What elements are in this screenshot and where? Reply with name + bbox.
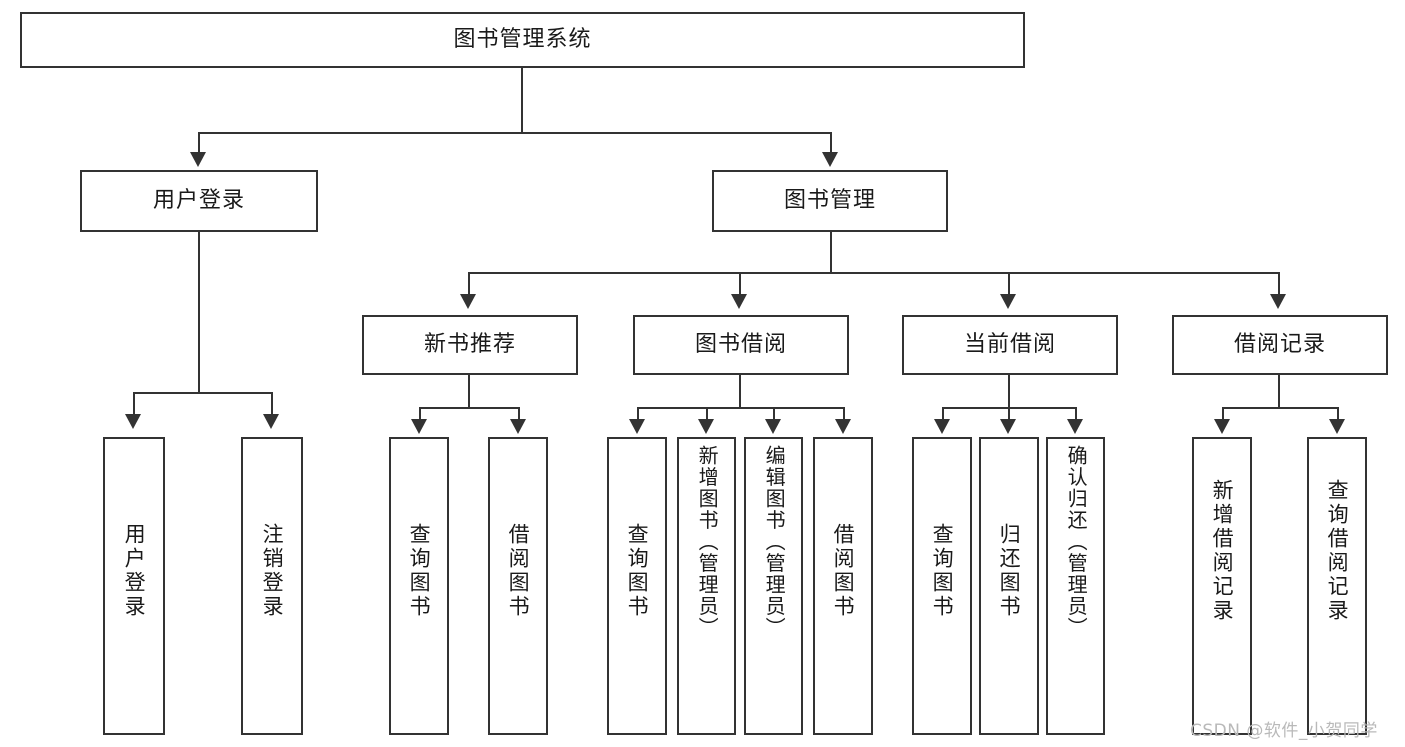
arrow-to-book-borrow xyxy=(731,294,747,309)
arrow-to-borrow-record xyxy=(1270,294,1286,309)
node-book-manage[interactable]: 图书管理 xyxy=(712,170,948,232)
leaf-borrow-book-2[interactable]: 借阅图书 xyxy=(813,437,873,735)
leaf-query-book-2[interactable]: 查询图书 xyxy=(607,437,667,735)
connector-bb-drop-1 xyxy=(637,407,639,420)
leaf-query-book-3-label: 查询图书 xyxy=(930,523,955,619)
connector-cb-drop-1 xyxy=(942,407,944,420)
connector-drop-book-borrow xyxy=(739,272,741,297)
leaf-borrow-book-2-label: 借阅图书 xyxy=(831,523,856,619)
leaf-add-book[interactable]: 新增图书（管理员） xyxy=(677,437,736,735)
leaf-edit-book[interactable]: 编辑图书（管理员） xyxy=(744,437,803,735)
leaf-borrow-book-1-label: 借阅图书 xyxy=(506,523,531,619)
connector-user-login-drop-1 xyxy=(133,392,135,417)
arrow-to-leaf-query-book-1 xyxy=(411,419,427,434)
connector-borrow-record-bus xyxy=(1222,407,1337,409)
connector-bb-drop-2 xyxy=(706,407,708,420)
leaf-query-record-label: 查询借阅记录 xyxy=(1325,479,1350,623)
leaf-confirm-return[interactable]: 确认归还（管理员） xyxy=(1046,437,1105,735)
connector-root-to-user-login xyxy=(198,132,200,155)
arrow-to-leaf-borrow-book-2 xyxy=(835,419,851,434)
node-current-borrow[interactable]: 当前借阅 xyxy=(902,315,1118,375)
node-user-login[interactable]: 用户登录 xyxy=(80,170,318,232)
connector-br-drop-1 xyxy=(1222,407,1224,420)
connector-root-to-book-manage xyxy=(830,132,832,155)
connector-drop-new-book-recommend xyxy=(468,272,470,297)
arrow-to-leaf-confirm-return xyxy=(1067,419,1083,434)
leaf-query-record[interactable]: 查询借阅记录 xyxy=(1307,437,1367,735)
leaf-query-book-2-label: 查询图书 xyxy=(625,523,650,619)
connector-book-manage-bus xyxy=(468,272,1280,274)
node-book-manage-label: 图书管理 xyxy=(783,187,876,213)
connector-nbr-drop-1 xyxy=(419,407,421,420)
arrow-to-leaf-add-record xyxy=(1214,419,1230,434)
arrow-to-current-borrow xyxy=(1000,294,1016,309)
node-current-borrow-label: 当前借阅 xyxy=(963,331,1056,357)
node-new-book-recommend-label: 新书推荐 xyxy=(423,331,516,357)
node-root-system[interactable]: 图书管理系统 xyxy=(20,12,1025,68)
arrow-to-leaf-query-book-3 xyxy=(934,419,950,434)
connector-bb-drop-4 xyxy=(843,407,845,420)
arrow-to-leaf-borrow-book-1 xyxy=(510,419,526,434)
leaf-user-login[interactable]: 用户登录 xyxy=(103,437,165,735)
leaf-add-book-label: 新增图书（管理员） xyxy=(695,445,720,639)
leaf-confirm-return-label: 确认归还（管理员） xyxy=(1064,445,1089,639)
connector-user-login-drop-2 xyxy=(271,392,273,417)
leaf-user-login-label: 用户登录 xyxy=(122,523,147,619)
connector-cb-drop-2 xyxy=(1008,407,1010,420)
arrow-to-leaf-return-book xyxy=(1000,419,1016,434)
arrow-root-to-user-login xyxy=(190,152,206,167)
leaf-return-book-label: 归还图书 xyxy=(997,523,1022,619)
arrow-root-to-book-manage xyxy=(822,152,838,167)
connector-root-stem xyxy=(521,68,523,132)
connector-borrow-record-stem xyxy=(1278,375,1280,407)
arrow-to-leaf-edit-book xyxy=(765,419,781,434)
node-book-borrow[interactable]: 图书借阅 xyxy=(633,315,849,375)
connector-bb-drop-3 xyxy=(773,407,775,420)
node-root-system-label: 图书管理系统 xyxy=(453,26,592,52)
connector-new-book-recommend-bus xyxy=(419,407,518,409)
leaf-add-record[interactable]: 新增借阅记录 xyxy=(1192,437,1252,735)
node-new-book-recommend[interactable]: 新书推荐 xyxy=(362,315,578,375)
node-borrow-record[interactable]: 借阅记录 xyxy=(1172,315,1388,375)
leaf-borrow-book-1[interactable]: 借阅图书 xyxy=(488,437,548,735)
leaf-return-book[interactable]: 归还图书 xyxy=(979,437,1039,735)
leaf-logout[interactable]: 注销登录 xyxy=(241,437,303,735)
arrow-to-leaf-user-login xyxy=(125,414,141,429)
node-borrow-record-label: 借阅记录 xyxy=(1233,331,1326,357)
leaf-logout-label: 注销登录 xyxy=(260,523,285,619)
leaf-query-book-1-label: 查询图书 xyxy=(407,523,432,619)
connector-book-borrow-bus xyxy=(637,407,843,409)
connector-drop-current-borrow xyxy=(1008,272,1010,297)
connector-new-book-recommend-stem xyxy=(468,375,470,407)
leaf-query-book-3[interactable]: 查询图书 xyxy=(912,437,972,735)
connector-root-bus xyxy=(198,132,832,134)
connector-book-borrow-stem xyxy=(739,375,741,407)
connector-drop-borrow-record xyxy=(1278,272,1280,297)
connector-current-borrow-stem xyxy=(1008,375,1010,407)
node-book-borrow-label: 图书借阅 xyxy=(694,331,787,357)
arrow-to-leaf-query-book-2 xyxy=(629,419,645,434)
arrow-to-leaf-query-record xyxy=(1329,419,1345,434)
csdn-watermark: CSDN @软件_小贺同学 xyxy=(1190,721,1378,741)
connector-nbr-drop-2 xyxy=(518,407,520,420)
arrow-to-leaf-logout xyxy=(263,414,279,429)
leaf-add-record-label: 新增借阅记录 xyxy=(1210,479,1235,623)
connector-cb-drop-3 xyxy=(1075,407,1077,420)
connector-book-manage-stem xyxy=(830,232,832,272)
connector-br-drop-2 xyxy=(1337,407,1339,420)
arrow-to-new-book-recommend xyxy=(460,294,476,309)
leaf-query-book-1[interactable]: 查询图书 xyxy=(389,437,449,735)
connector-user-login-stem xyxy=(198,232,200,392)
node-user-login-label: 用户登录 xyxy=(152,187,245,213)
arrow-to-leaf-add-book xyxy=(698,419,714,434)
connector-user-login-bus xyxy=(133,392,273,394)
leaf-edit-book-label: 编辑图书（管理员） xyxy=(762,445,787,639)
